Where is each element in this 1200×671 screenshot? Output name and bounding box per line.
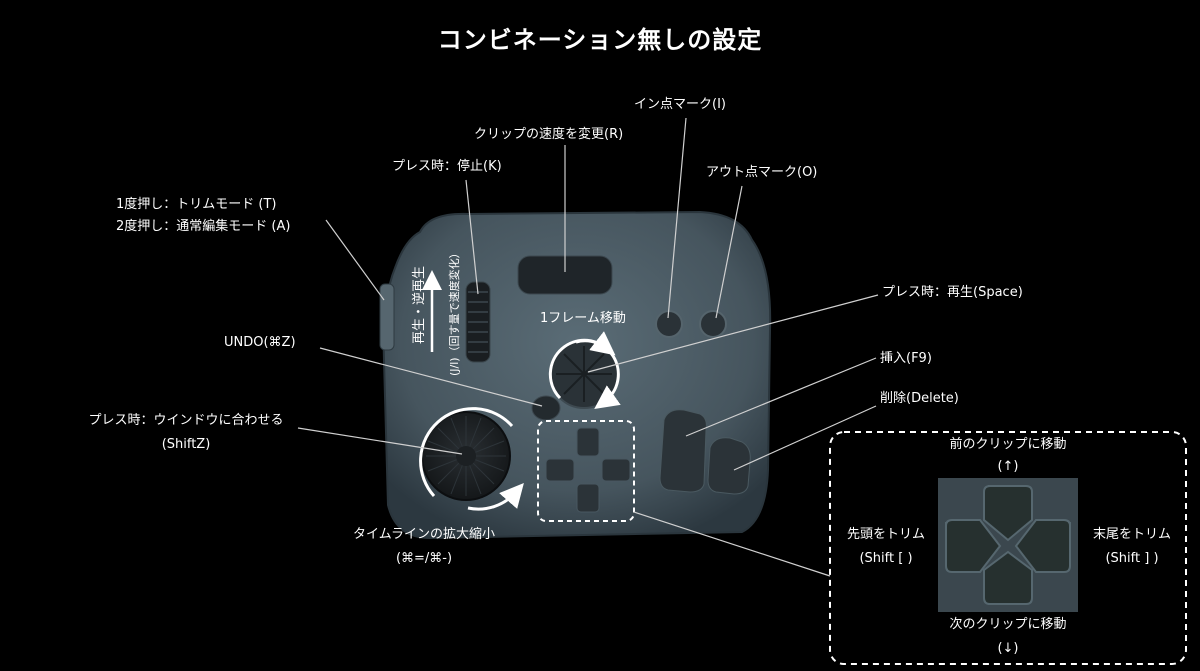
label-zoom-2: (⌘=/⌘-): [395, 551, 453, 566]
device-dpad: [545, 427, 631, 513]
out-mark-button: [699, 310, 727, 338]
label-insert: 挿入(F9): [880, 351, 932, 366]
label-zoom-1: タイムラインの拡大縮小: [352, 527, 496, 542]
leader-insert: [685, 357, 877, 437]
leader-stop: [465, 179, 479, 295]
label-fit-1: プレス時：ウインドウに合わせる: [88, 413, 284, 428]
label-speed-change: クリップの速度を変更(R): [474, 127, 624, 142]
label-next-clip-2: (↓): [997, 641, 1019, 656]
label-jl-speed: (J/l)（回す量で速度変化）: [448, 247, 461, 376]
label-trim-1: 1度押し：トリムモード (T): [116, 197, 277, 212]
label-prev-clip-1: 前のクリップに移動: [949, 437, 1067, 452]
side-trim-button: [379, 283, 395, 351]
dpad-highlight: [537, 420, 635, 522]
leader-undo: [319, 347, 543, 407]
zoom-dial-arrow: [419, 407, 514, 498]
leader-out-mark: [715, 185, 743, 319]
label-prev-clip-2: (↑): [997, 459, 1019, 474]
label-delete: 削除(Delete): [880, 391, 959, 406]
label-play-reverse: 再生・逆再生: [412, 265, 427, 344]
label-tail-trim-1: 末尾をトリム: [1092, 527, 1171, 542]
leader-trim: [325, 219, 385, 301]
label-head-trim-2: (Shift [ ): [859, 551, 913, 566]
leader-play: [587, 294, 879, 373]
label-head-trim-1: 先頭をトリム: [846, 527, 925, 542]
leader-fit: [297, 427, 463, 455]
label-undo: UNDO(⌘Z): [224, 335, 296, 350]
delete-button: [707, 437, 751, 495]
label-out-mark: アウト点マーク(O): [706, 165, 818, 180]
undo-button: [531, 395, 561, 421]
label-in-mark: イン点マーク(I): [634, 97, 726, 112]
insert-button: [659, 409, 707, 493]
label-fit-2: (ShiftZ): [161, 437, 211, 452]
leader-dpad: [633, 511, 831, 577]
label-tail-trim-2: (Shift ] ): [1105, 551, 1159, 566]
label-press-play: プレス時：再生(Space): [882, 285, 1023, 300]
label-next-clip-1: 次のクリップに移動: [949, 617, 1067, 632]
label-press-stop: プレス時：停止(K): [392, 159, 502, 174]
page-title: コンビネーション無しの設定: [437, 26, 763, 54]
zoom-dial-arrow-bottom: [467, 482, 524, 511]
leader-delete: [733, 405, 877, 471]
frame-knob-arrow-top: [575, 331, 616, 356]
leader-in-mark: [667, 117, 687, 319]
label-trim-2: 2度押し：通常編集モード (A): [116, 219, 291, 234]
dpad-zoom-panel: [829, 431, 1187, 665]
label-frame-move: 1フレーム移動: [540, 311, 626, 326]
dpad-zoom-keys: [945, 485, 1071, 605]
in-mark-button: [655, 310, 683, 338]
